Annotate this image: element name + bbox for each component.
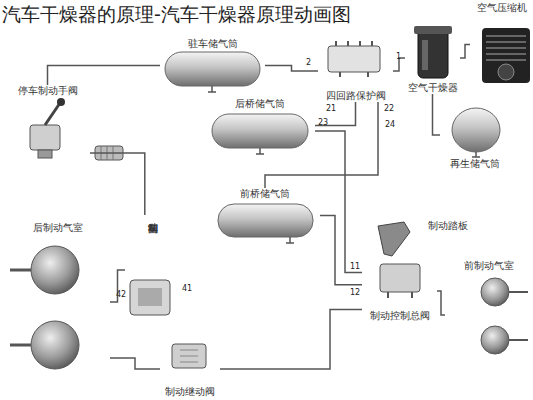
component-label: 停车制动手阀 bbox=[18, 85, 78, 97]
component-box: 制动控制总阀 bbox=[362, 260, 437, 322]
brake-master-valve bbox=[380, 264, 420, 298]
relay-valve bbox=[172, 344, 206, 368]
air-pipe bbox=[220, 310, 362, 369]
callout-number: 41 bbox=[182, 284, 192, 293]
component-label: 四回路保护阀 bbox=[326, 90, 386, 102]
component-label: 前桥储气筒 bbox=[240, 188, 290, 200]
brake-pedal bbox=[378, 222, 410, 256]
trailer-valve bbox=[130, 280, 170, 315]
component-label: 制动控制总阀 bbox=[370, 310, 430, 322]
callout-number: 11 bbox=[350, 262, 360, 271]
tanks bbox=[165, 52, 500, 243]
callout-number: 42 bbox=[116, 290, 126, 299]
component-box: 后桥储气筒 bbox=[205, 98, 315, 153]
rear-axle-tank bbox=[212, 114, 308, 148]
air-pipe bbox=[265, 102, 378, 188]
air-pipe bbox=[433, 94, 441, 135]
air-pipe bbox=[315, 131, 362, 272]
component-box: 后制动气室 bbox=[5, 222, 110, 382]
diagram-title: 汽车干燥器的原理-汽车干燥器原理动画图 bbox=[2, 2, 351, 26]
component-box: 驻车储气筒 bbox=[160, 38, 265, 93]
component-label: 后制动气室 bbox=[33, 222, 83, 234]
callout-number: 12 bbox=[350, 288, 360, 297]
component-box: 再生储气筒 bbox=[440, 100, 510, 170]
callout-number: 2 bbox=[306, 58, 311, 67]
regen-tank bbox=[452, 108, 500, 152]
component-box: 制动继动阀 bbox=[160, 340, 220, 398]
air-pipe bbox=[437, 291, 445, 315]
callout-number: 21 bbox=[326, 104, 336, 113]
component-box: 四回路保护阀 bbox=[318, 40, 393, 102]
rear-chambers bbox=[10, 246, 79, 369]
component-label: 空气压缩机 bbox=[477, 2, 527, 14]
component-box: 制动踏板 bbox=[368, 220, 468, 258]
air-pipe bbox=[48, 66, 161, 86]
component-label: 制动继动阀 bbox=[165, 386, 215, 398]
compressor bbox=[482, 28, 530, 83]
component-box: 空气干燥器 bbox=[405, 22, 460, 94]
component-box: 空气压缩机 bbox=[470, 2, 533, 87]
component-box: 停车制动手阀 bbox=[5, 85, 90, 165]
component-label: 制动踏板 bbox=[428, 220, 468, 232]
drain-valves bbox=[208, 86, 480, 243]
callout-number: 23 bbox=[318, 118, 328, 127]
callout-number: 24 bbox=[385, 120, 395, 129]
air-pipe bbox=[460, 45, 470, 59]
parking-tank bbox=[165, 52, 260, 86]
air-pipe bbox=[320, 216, 362, 285]
dryer bbox=[414, 26, 452, 78]
front-chambers bbox=[481, 278, 528, 354]
component-label: 后桥储气筒 bbox=[235, 98, 285, 110]
front-axle-tank bbox=[218, 204, 313, 237]
component-box: 挂车制动阀 bbox=[125, 215, 180, 325]
component-label: 空气干燥器 bbox=[408, 82, 458, 94]
component-box: 前制动气室 bbox=[445, 260, 533, 370]
component-label: 驻车储气筒 bbox=[188, 38, 238, 50]
callout-number: 22 bbox=[384, 104, 394, 113]
hand-valve bbox=[30, 98, 65, 158]
component-label: 前制动气室 bbox=[464, 260, 514, 272]
component-label: 再生储气筒 bbox=[450, 158, 500, 170]
component-box: 前桥储气筒 bbox=[210, 188, 320, 243]
air-pipe bbox=[110, 358, 160, 369]
four-circuit-valve bbox=[328, 41, 380, 77]
callout-number: 1 bbox=[396, 52, 401, 61]
air-pipe bbox=[90, 153, 145, 215]
